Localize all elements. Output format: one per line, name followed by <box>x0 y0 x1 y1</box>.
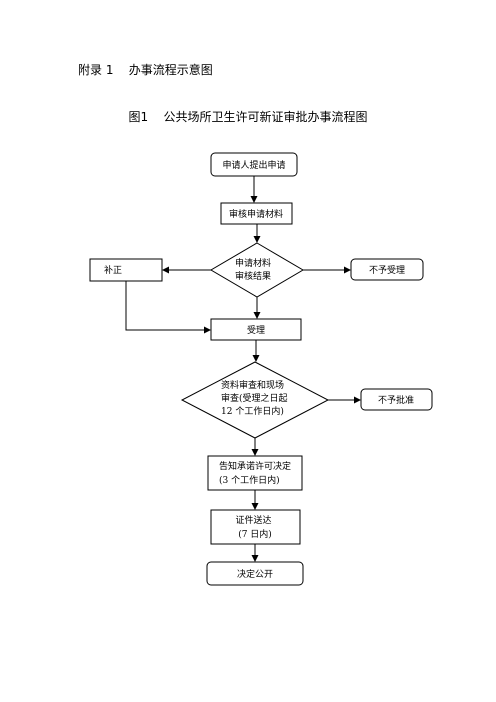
label-deliver-cert: 证件送达 (7 日内) <box>236 514 275 540</box>
figure-title: 图1 公共场所卫生许可新证审批办事流程图 <box>128 110 368 124</box>
label-accept: 受理 <box>247 324 265 336</box>
arrow-supplement-to-accept <box>125 281 211 334</box>
label-apply: 申请人提出申请 <box>222 159 285 171</box>
label-notify-decision: 告知承诺许可决定 (3 个工作日内) <box>219 460 294 486</box>
label-public-decision: 决定公开 <box>237 568 273 580</box>
label-review-materials: 审核申请材料 <box>229 208 283 220</box>
label-onsite-review: 资料审查和现场 审查(受理之日起 12 个工作日内) <box>221 379 290 417</box>
node-public-decision <box>206 561 304 586</box>
label-supplement: 补正 <box>104 264 122 276</box>
node-deliver-cert <box>210 509 301 545</box>
node-supplement <box>89 258 163 282</box>
node-not-approved <box>360 388 433 411</box>
label-not-approved: 不予批准 <box>378 394 414 406</box>
label-review-result: 申请材料 审核结果 <box>235 257 274 282</box>
node-review-result <box>210 242 304 298</box>
node-reject-accept <box>350 258 424 281</box>
label-reject-accept: 不予受理 <box>369 264 405 276</box>
appendix-heading: 附录 1 办事流程示意图 <box>78 63 213 77</box>
